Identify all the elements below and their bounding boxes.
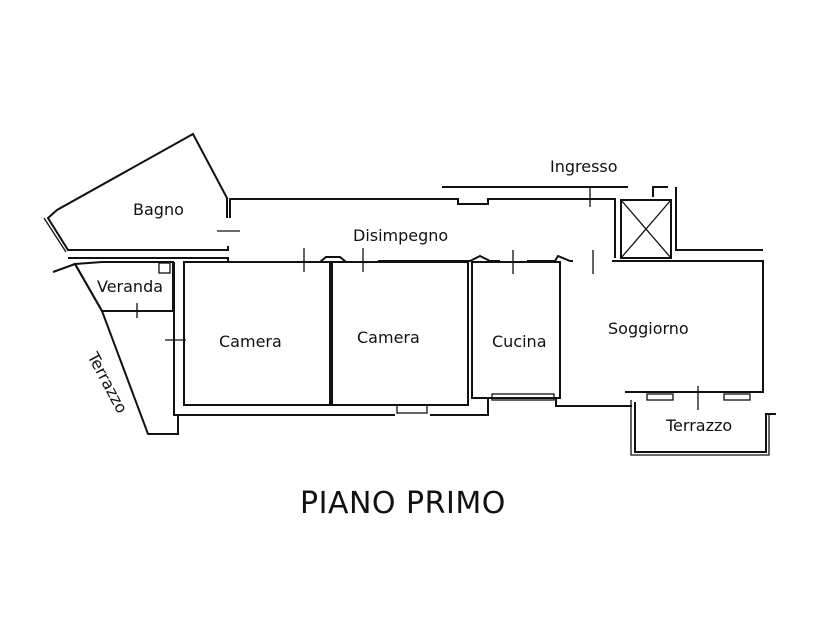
outer-bottom-wall (430, 398, 489, 416)
room-label-disimpegno: Disimpegno (353, 226, 449, 245)
corridor-bottom-wall-2 (378, 254, 500, 262)
terrazzo-right-rail (630, 400, 770, 456)
camera-1-walls (183, 261, 331, 406)
terrazzo-left-walls (52, 262, 179, 435)
cucina-window (491, 393, 555, 401)
corridor-bottom-wall-3 (527, 254, 573, 262)
room-label-terrazzo-right: Terrazzo (666, 416, 733, 435)
corridor-top-wall (229, 198, 616, 258)
soggiorno-window-2 (723, 393, 751, 401)
room-label-cucina: Cucina (492, 332, 547, 351)
bagno-window (43, 217, 67, 253)
outer-left-wall (173, 262, 395, 416)
cucina-walls (471, 261, 561, 399)
room-label-camera-2: Camera (357, 328, 420, 347)
lift-shaft-wall (652, 186, 668, 197)
right-outer-wall (675, 187, 763, 251)
room-label-camera-1: Camera (219, 332, 282, 351)
lift-cross-2 (620, 199, 672, 259)
lift-shaft (620, 199, 672, 259)
room-label-ingresso: Ingresso (550, 157, 618, 176)
bagno-walls (46, 132, 229, 251)
room-label-bagno: Bagno (133, 200, 184, 219)
soggiorno-window-1 (646, 393, 674, 401)
room-label-veranda: Veranda (97, 277, 164, 296)
room-label-soggiorno: Soggiorno (608, 319, 689, 338)
veranda-shaft (158, 262, 171, 274)
plan-title: PIANO PRIMO (300, 486, 506, 521)
soggiorno-walls (612, 260, 764, 393)
camera-2-window (396, 404, 428, 414)
outer-bottom-wall-2 (555, 398, 632, 407)
